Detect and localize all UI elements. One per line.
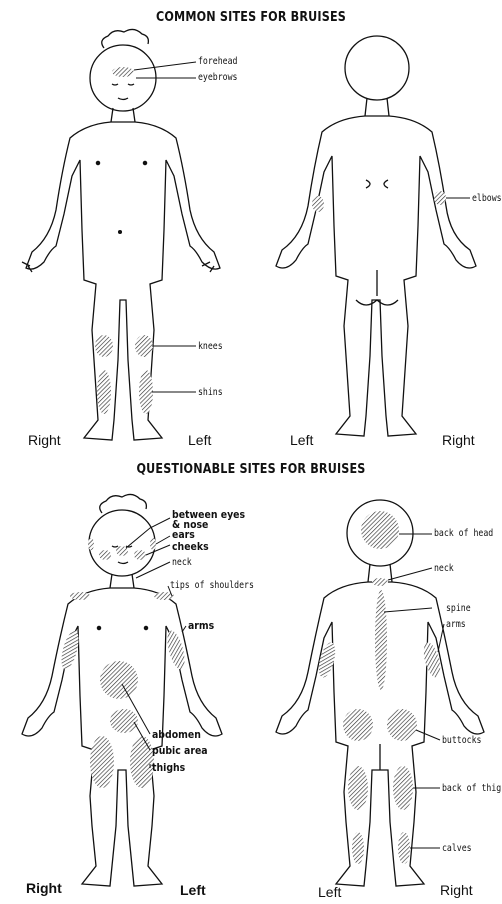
label-calves: calves bbox=[442, 843, 472, 854]
back-questionable-side-left: Left bbox=[318, 884, 341, 900]
label-shins: shins bbox=[198, 387, 223, 398]
label-forehead: forehead bbox=[198, 56, 238, 67]
label-cheeks: cheeks bbox=[172, 541, 209, 552]
back-questionable-side-right: Right bbox=[440, 882, 473, 898]
label-tips-of-shoulders: tips of shoulders bbox=[170, 580, 254, 591]
front-questionable-side-right: Right bbox=[26, 880, 62, 896]
label-arms-back: arms bbox=[446, 619, 466, 630]
label-neck-front: neck bbox=[172, 557, 192, 568]
common-sites-title: COMMON SITES FOR BRUISES bbox=[35, 10, 467, 25]
label-pubic-area: pubic area bbox=[152, 745, 208, 756]
questionable-sites-title: QUESTIONABLE SITES FOR BRUISES bbox=[35, 462, 467, 477]
back-common-side-right: Right bbox=[442, 432, 475, 448]
label-eyebrows: eyebrows bbox=[198, 72, 238, 83]
front-questionable-side-left: Left bbox=[180, 882, 206, 898]
front-common-side-left: Left bbox=[188, 432, 211, 448]
label-back-of-thighs: back of thighs bbox=[442, 783, 502, 794]
back-figure-common bbox=[276, 36, 476, 436]
front-common-side-right: Right bbox=[28, 432, 61, 448]
label-knees: knees bbox=[198, 341, 223, 352]
label-back-of-head: back of head bbox=[434, 528, 493, 539]
label-spine: spine bbox=[446, 603, 471, 614]
label-arms-front: arms bbox=[188, 620, 214, 631]
label-buttocks: buttocks bbox=[442, 735, 482, 746]
label-neck-back: neck bbox=[434, 563, 454, 574]
label-thighs: thighs bbox=[152, 762, 185, 773]
back-figure-questionable bbox=[276, 500, 484, 886]
back-common-side-left: Left bbox=[290, 432, 313, 448]
label-abdomen: abdomen bbox=[152, 729, 201, 740]
label-elbows: elbows bbox=[472, 193, 502, 204]
label-ears: ears bbox=[172, 529, 195, 540]
front-figure-common bbox=[22, 29, 220, 440]
